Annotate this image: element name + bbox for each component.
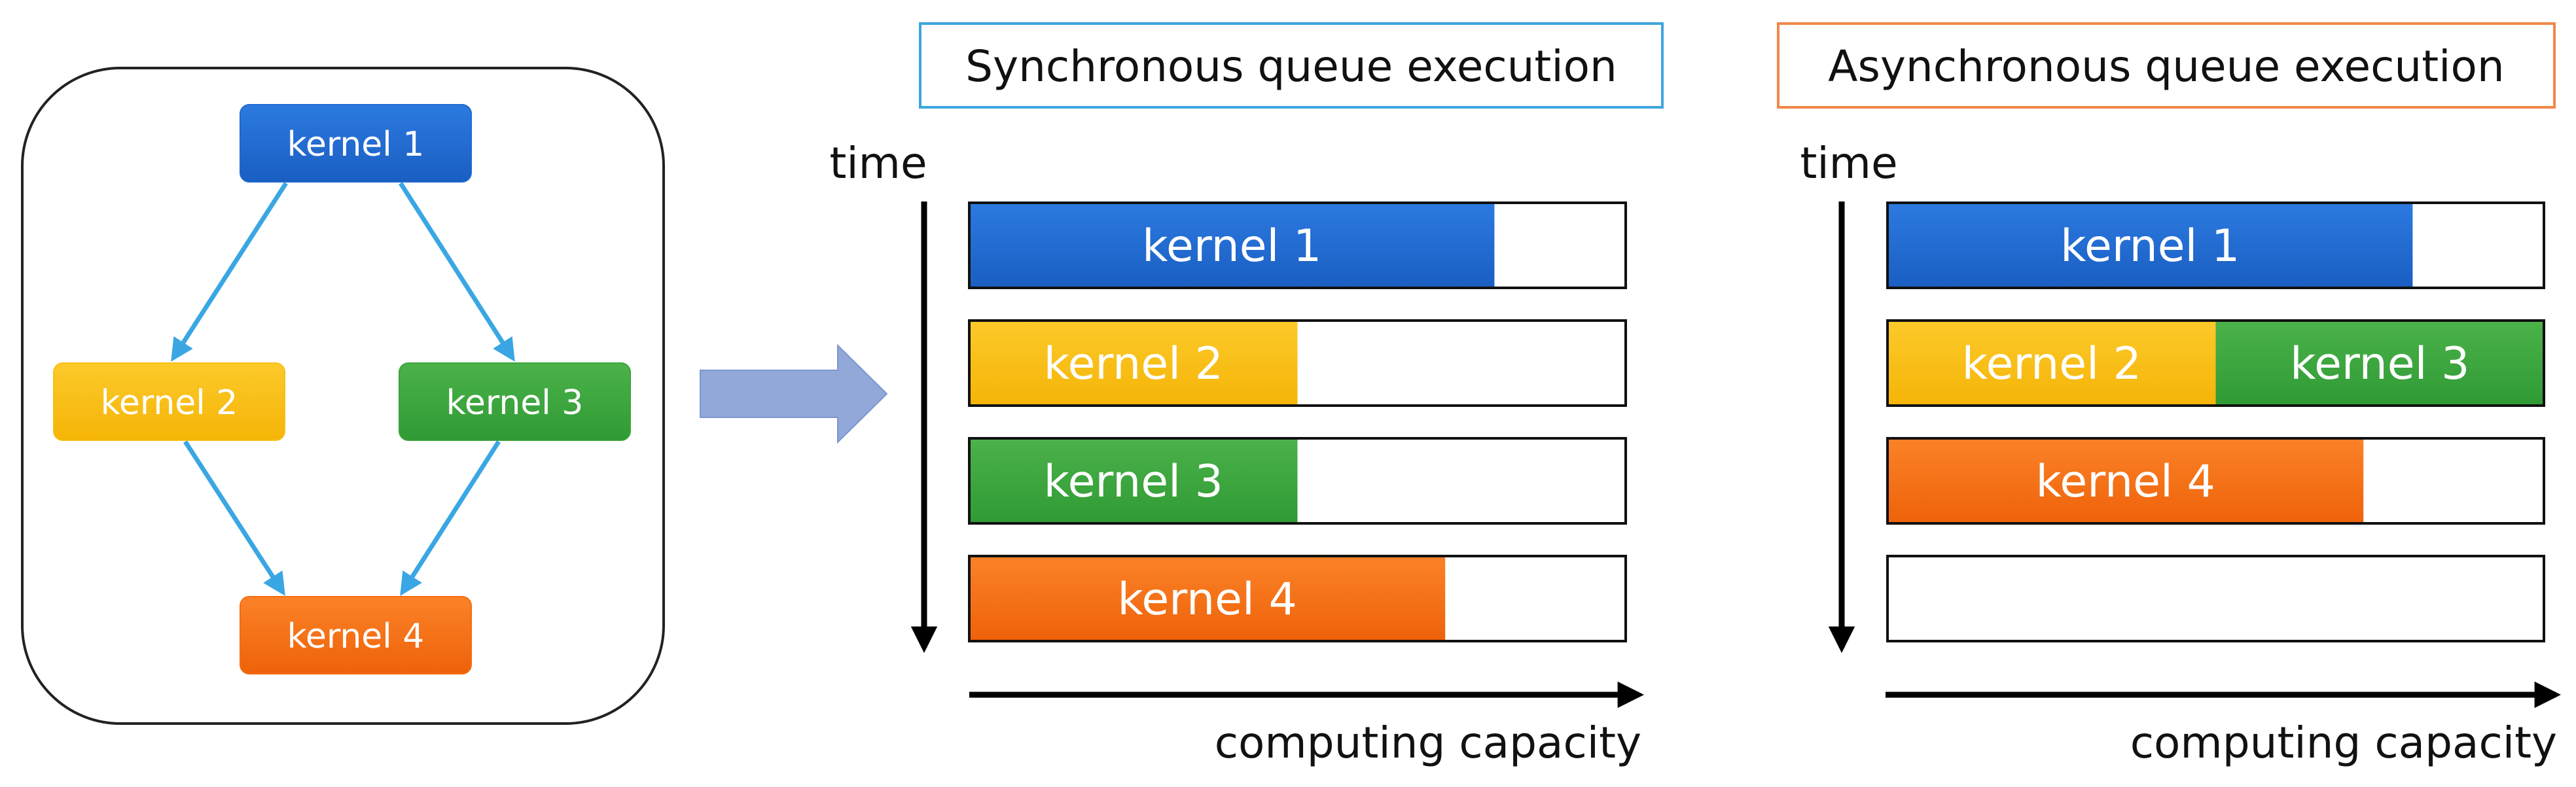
kernel-bar-label: kernel 1 — [2060, 220, 2240, 272]
edge-arrow-k3-k4 — [400, 440, 501, 596]
y-axis-label: time — [829, 138, 927, 188]
kernel-bar — [969, 556, 1446, 641]
kernel-bar-label: kernel 1 — [1142, 220, 1321, 272]
kernel-bar — [2215, 321, 2544, 406]
panel-title: Synchronous queue execution — [965, 41, 1617, 92]
graph-node-box — [53, 362, 285, 441]
kernel-bar — [1887, 203, 2413, 288]
kernel-bar-label: kernel 4 — [2035, 456, 2215, 508]
kernel-bar — [969, 321, 1298, 406]
x-axis-label: computing capacity — [1215, 718, 1641, 768]
kernel-bar-label: kernel 3 — [2290, 338, 2469, 390]
capacity-row-frame — [968, 555, 1627, 642]
kernel-bar-label: kernel 2 — [1044, 338, 1223, 390]
graph-edges — [171, 182, 515, 596]
graph-node-label: kernel 3 — [446, 383, 584, 423]
capacity-row-frame — [968, 437, 1627, 525]
panel-async: Asynchronous queue execution time kernel 1… — [1777, 22, 2562, 768]
capacity-row-frame — [1886, 201, 2545, 289]
kernel-bar — [969, 203, 1495, 288]
capacity-row: kernel 1 — [1886, 201, 2545, 289]
kernel-bar — [1887, 321, 2216, 406]
edge-arrow-k1-k2 — [171, 182, 288, 362]
panel-title: Asynchronous queue execution — [1828, 41, 2504, 92]
graph-node-box — [240, 596, 472, 674]
capacity-row-frame — [1886, 555, 2545, 642]
capacity-row — [1886, 555, 2545, 642]
graph-frame — [21, 67, 665, 725]
capacity-row-frame — [1886, 319, 2545, 407]
x-axis-label: computing capacity — [2130, 718, 2557, 768]
edge-arrow-k1-k3 — [399, 182, 515, 362]
graph-node-box — [399, 362, 631, 441]
graph-node-label: kernel 2 — [101, 383, 238, 423]
graph-nodes: kernel 1 kernel 2 kernel 3 kernel 4 — [53, 104, 631, 674]
panel-title-box — [919, 22, 1664, 109]
capacity-row: kernel 2 kernel 3 — [1886, 319, 2545, 407]
capacity-row-frame — [968, 201, 1627, 289]
kernel-bar-label: kernel 3 — [1044, 456, 1223, 508]
graph-node-label: kernel 1 — [287, 125, 425, 164]
panel-sync: Synchronous queue execution time kernel 1 k… — [829, 22, 1664, 768]
graph-node-k2: kernel 2 — [53, 362, 285, 441]
transition-arrow-icon — [700, 343, 888, 444]
dependency-graph: kernel 1 kernel 2 kernel 3 kernel 4 — [21, 67, 665, 725]
graph-node-label: kernel 4 — [287, 617, 425, 656]
y-axis-label: time — [1800, 138, 1897, 188]
capacity-row: kernel 3 — [968, 437, 1627, 525]
capacity-row: kernel 4 — [968, 555, 1627, 642]
graph-node-k1: kernel 1 — [240, 104, 472, 183]
capacity-row-frame — [1886, 437, 2545, 525]
execution-panels: Synchronous queue execution time kernel 1 k… — [829, 22, 2562, 768]
edge-arrow-k2-k4 — [183, 440, 285, 596]
capacity-row-frame — [968, 319, 1627, 407]
capacity-row: kernel 1 — [968, 201, 1627, 289]
capacity-row: kernel 2 — [968, 319, 1627, 407]
graph-node-k3: kernel 3 — [399, 362, 631, 441]
panel-title-box — [1777, 22, 2556, 109]
capacity-row: kernel 4 — [1886, 437, 2545, 525]
graph-node-k4: kernel 4 — [240, 596, 472, 674]
kernel-bar-label: kernel 4 — [1117, 574, 1297, 625]
kernel-bar — [969, 438, 1298, 523]
graph-node-box — [240, 104, 472, 183]
kernel-bar — [1887, 438, 2364, 523]
kernel-bar-label: kernel 2 — [1962, 338, 2141, 390]
